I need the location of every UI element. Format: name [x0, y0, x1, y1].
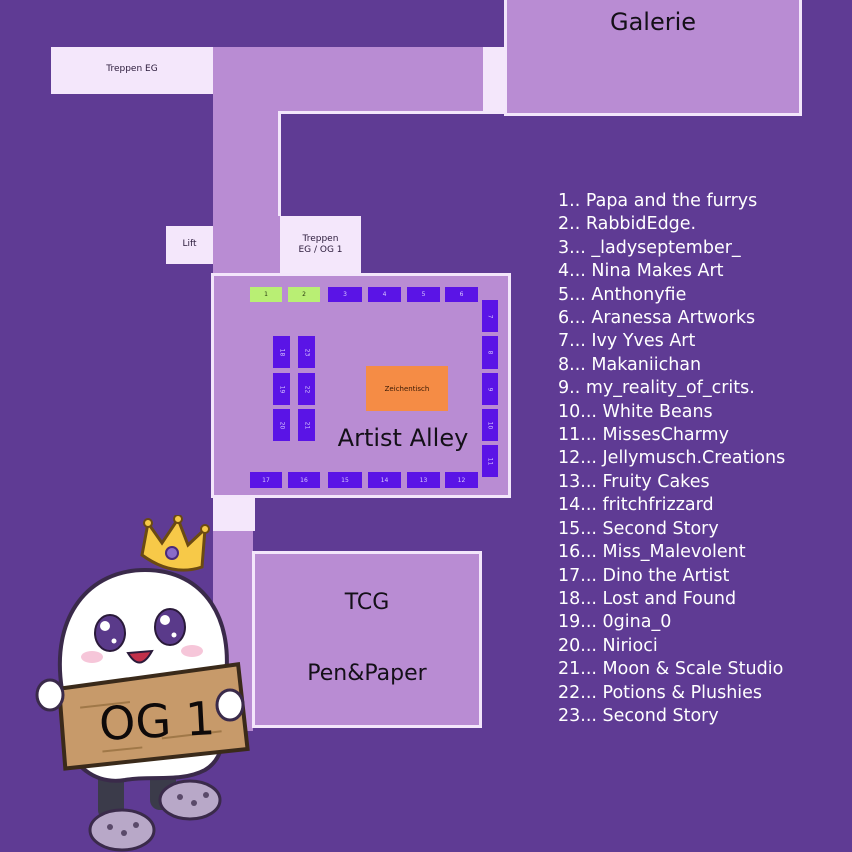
legend-item-15: 15... Second Story [558, 518, 719, 539]
corridor-border-side [278, 111, 281, 216]
table-13[interactable]: 13 [407, 472, 440, 488]
table-16[interactable]: 16 [288, 472, 320, 488]
table-1[interactable]: 1 [250, 287, 282, 302]
legend-item-12: 12... Jellymusch.Creations [558, 448, 786, 469]
table-4[interactable]: 4 [368, 287, 401, 302]
table-2[interactable]: 2 [288, 287, 320, 302]
lift-label: Lift [182, 239, 197, 249]
og1-sign [56, 662, 250, 771]
legend-item-10: 10... White Beans [558, 401, 713, 422]
corridor-lower-connector [213, 498, 255, 531]
legend-item-13: 13... Fruity Cakes [558, 471, 710, 492]
drawing-table-label: Zeichentisch [384, 384, 430, 393]
og1-sign-label: OG 1 [97, 691, 217, 751]
mascot-eye-left [94, 614, 126, 652]
legend-item-2: 2.. RabbidEdge. [558, 214, 697, 235]
drawing-table[interactable]: Zeichentisch [366, 366, 448, 411]
artist-legend: 1.. Papa and the furrys 2.. RabbidEdge. … [558, 190, 785, 728]
table-7[interactable]: 7 [482, 300, 498, 332]
table-17[interactable]: 17 [250, 472, 282, 488]
table-3[interactable]: 3 [328, 287, 362, 302]
room-label-tcg: TCG [344, 590, 390, 615]
legend-item-16: 16... Miss_Malevolent [558, 542, 746, 563]
lift[interactable] [166, 226, 213, 264]
legend-item-14: 14... fritchfrizzard [558, 495, 714, 516]
legend-item-4: 4... Nina Makes Art [558, 261, 724, 282]
room-artist-alley[interactable] [211, 273, 511, 498]
table-19[interactable]: 19 [273, 373, 290, 405]
legend-item-6: 6... Aranessa Artworks [558, 308, 756, 329]
mascot-shoe-left [88, 808, 156, 852]
legend-item-3: 3... _ladyseptember_ [558, 237, 741, 258]
legend-item-1: 1.. Papa and the furrys [558, 191, 758, 211]
room-label-pen-paper: Pen&Paper [307, 661, 427, 686]
corridor-border-top [280, 111, 505, 114]
table-18[interactable]: 18 [273, 336, 290, 368]
table-5[interactable]: 5 [407, 287, 440, 302]
stairs-eg-og1-label-line1: Treppen [302, 234, 339, 244]
legend-item-8: 8... Makaniichan [558, 354, 702, 375]
table-22[interactable]: 22 [298, 373, 315, 405]
stairs-eg-label: Treppen EG [106, 64, 158, 74]
table-14[interactable]: 14 [368, 472, 401, 488]
mascot-shoe-right [158, 779, 222, 821]
table-23[interactable]: 23 [298, 336, 315, 368]
table-15[interactable]: 15 [328, 472, 362, 488]
table-10[interactable]: 10 [482, 409, 498, 441]
legend-item-19: 19... 0gina_0 [558, 612, 672, 633]
stairs-eg-og1[interactable] [280, 216, 361, 275]
stairs-eg[interactable] [51, 47, 213, 94]
legend-item-11: 11... MissesCharmy [558, 425, 729, 446]
mascot-mouth [126, 649, 154, 664]
ghost-mascot [35, 515, 250, 852]
legend-item-21: 21... Moon & Scale Studio [558, 659, 784, 680]
table-12[interactable]: 12 [445, 472, 478, 488]
legend-item-20: 20... Nirioci [558, 635, 658, 656]
room-tcg-pen-paper[interactable] [252, 551, 482, 728]
room-label-artist-alley: Artist Alley [337, 424, 469, 452]
legend-item-18: 18... Lost and Found [558, 588, 737, 609]
corridor-left [213, 47, 280, 277]
stairs-eg-og1-label-line2: EG / OG 1 [298, 245, 343, 255]
room-galerie[interactable] [504, 0, 802, 116]
crown-icon [140, 515, 207, 572]
legend-item-22: 22... Potions & Plushies [558, 682, 763, 703]
mascot-eye-right [154, 608, 186, 646]
table-20[interactable]: 20 [273, 409, 290, 441]
legend-item-17: 17... Dino the Artist [558, 565, 730, 586]
table-11[interactable]: 11 [482, 445, 498, 477]
corridor-connector [483, 47, 505, 111]
table-8[interactable]: 8 [482, 336, 498, 369]
legend-item-5: 5... Anthonyfie [558, 284, 687, 305]
legend-item-9: 9.. my_reality_of_crits. [558, 378, 755, 399]
room-label-galerie: Galerie [609, 8, 697, 36]
table-21[interactable]: 21 [298, 409, 315, 441]
legend-item-23: 23... Second Story [558, 705, 719, 726]
legend-item-7: 7... Ivy Yves Art [558, 331, 696, 352]
table-6[interactable]: 6 [445, 287, 478, 302]
table-9[interactable]: 9 [482, 373, 498, 405]
